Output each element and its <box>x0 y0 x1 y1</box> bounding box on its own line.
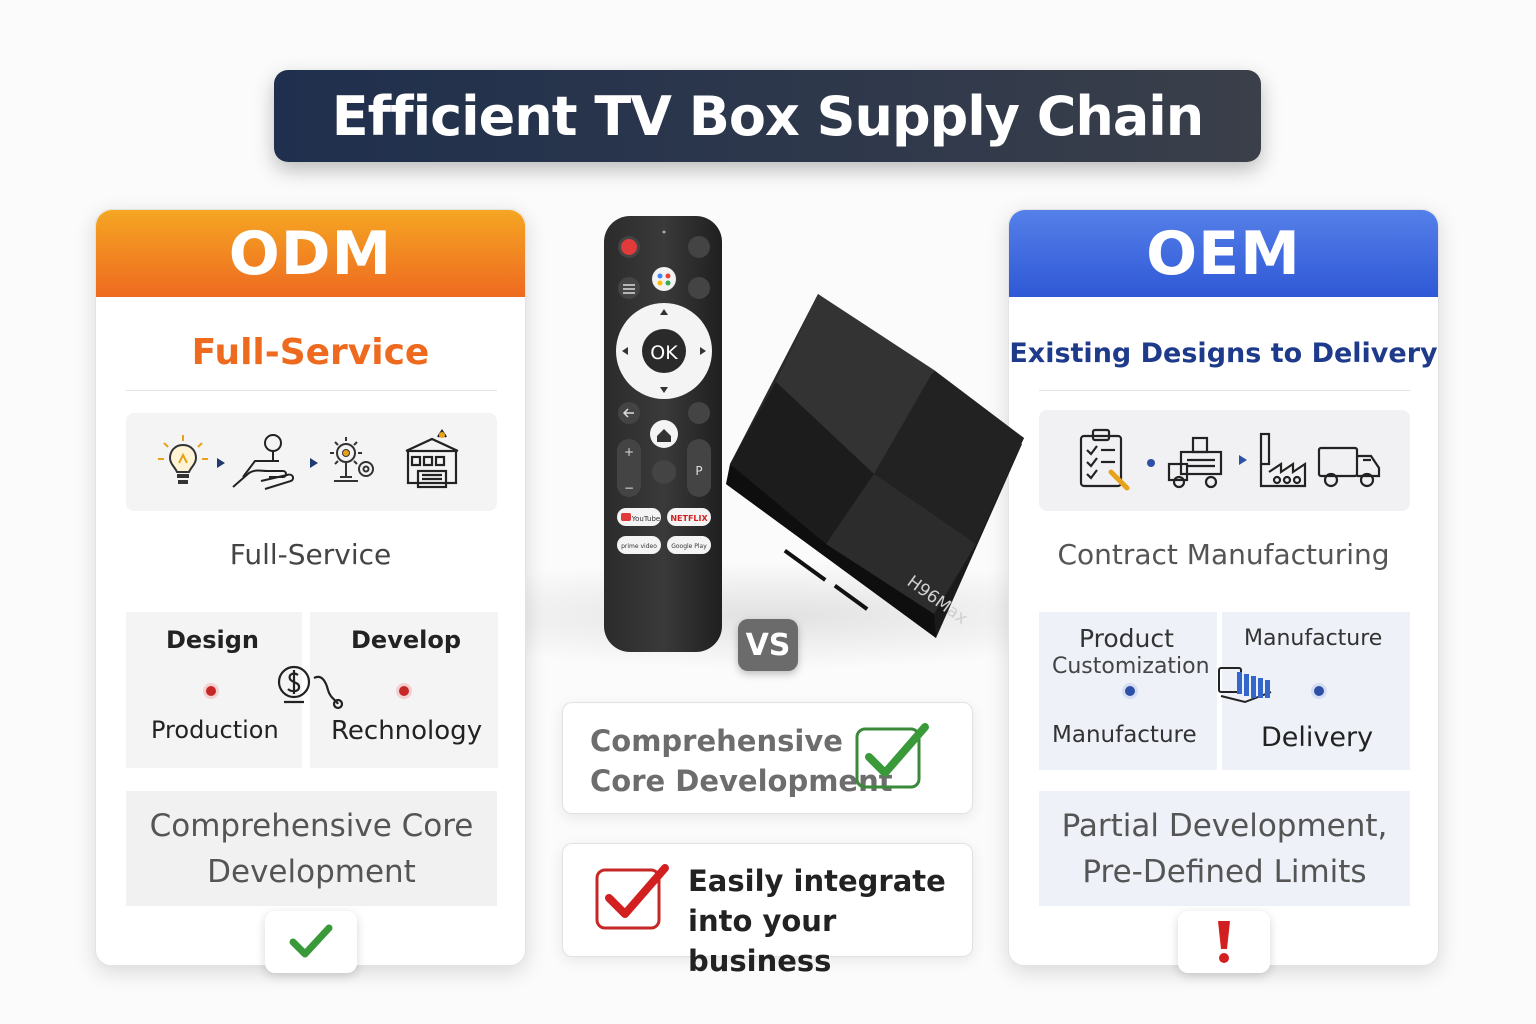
factory-icon <box>1259 432 1307 488</box>
oem-grid-manufacture-top: Manufacture <box>1244 626 1383 651</box>
integration-line2: into your business <box>688 904 837 978</box>
menu-button <box>618 277 640 299</box>
svg-text:−: − <box>624 481 634 495</box>
settings-button <box>688 277 710 299</box>
remote-control: OK + − P YouTube NETFLIX prime video Goo… <box>604 216 722 652</box>
tv-box: H96Max <box>726 294 1024 638</box>
assistant-button <box>652 267 676 291</box>
oem-process-strip <box>1039 410 1410 511</box>
arrow-right-icon <box>1239 455 1247 465</box>
checkmark-icon <box>289 924 332 958</box>
svg-text:+: + <box>624 445 634 459</box>
core-development-line1: Comprehensive <box>590 724 843 758</box>
odm-summary: Comprehensive Core Development <box>126 791 497 906</box>
odm-grid: Design Develop Production Rechnology <box>126 612 498 768</box>
oem-summary: Partial Development, Pre-Defined Limits <box>1039 791 1410 906</box>
arrow-right-icon <box>310 458 318 468</box>
google-play-button <box>667 536 711 554</box>
odm-grid-develop: Develop <box>351 626 462 654</box>
delivery-truck-icon <box>1317 446 1381 488</box>
oem-grid: Product Customization Manufacture Manufa… <box>1039 612 1410 770</box>
oem-summary-line1: Partial Development, <box>1061 807 1388 844</box>
oem-grid-dot <box>1314 686 1324 696</box>
odm-strip-label: Full-Service <box>229 538 392 571</box>
oem-grid-manufacture-bottom: Manufacture <box>1052 722 1197 748</box>
shipping-container-icon <box>1218 667 1272 704</box>
odm-header: ODM <box>96 210 525 297</box>
integration-text: Easily integrate into your business <box>688 861 972 981</box>
oem-summary-line2: Pre-Defined Limits <box>1082 853 1367 890</box>
youtube-button <box>617 508 661 526</box>
oem-card: OEM Existing Designs to Delivery <box>1008 209 1439 973</box>
core-development-card: Comprehensive Core Development <box>562 702 973 814</box>
title-banner: Efficient TV Box Supply Chain <box>274 70 1261 162</box>
oem-grid-customization: Customization <box>1052 654 1210 679</box>
odm-summary-line1: Comprehensive Core <box>149 807 474 844</box>
netflix-label: NETFLIX <box>670 514 708 523</box>
machinery-icon <box>1167 436 1223 489</box>
odm-grid-design: Design <box>166 626 259 654</box>
odm-check-badge <box>264 911 357 973</box>
prime-video-button <box>617 536 661 554</box>
checklist-icon <box>1079 428 1130 491</box>
odm-process-strip <box>126 413 497 511</box>
green-checkbox-icon <box>855 723 929 789</box>
integration-card: Easily integrate into your business <box>562 843 973 978</box>
oem-warning-badge <box>1177 911 1270 973</box>
channel-label: P <box>695 464 702 478</box>
core-development-line2: Core Development <box>590 764 893 798</box>
oem-divider <box>1039 390 1410 391</box>
arrow-dot-icon <box>1147 459 1155 467</box>
netflix-button <box>667 508 711 526</box>
odm-summary-line2: Development <box>207 853 416 890</box>
hand-design-icon <box>232 434 295 490</box>
odm-grid-rechnology: Rechnology <box>331 716 483 746</box>
power-button <box>621 239 637 255</box>
lightbulb-icon <box>158 435 208 484</box>
exclamation-icon <box>1217 921 1230 963</box>
dollar-process-icon <box>277 665 344 710</box>
oem-strip-label: Contract Manufacturing <box>1057 538 1390 571</box>
ok-button <box>642 329 686 373</box>
page-title: Efficient TV Box Supply Chain <box>331 84 1205 148</box>
vs-badge: VS <box>738 619 798 671</box>
odm-grid-dot <box>399 686 409 696</box>
vs-label: VS <box>745 627 791 663</box>
delete-button <box>688 402 710 424</box>
odm-header-label: ODM <box>228 218 393 289</box>
ok-label: OK <box>650 342 678 364</box>
odm-grid-production: Production <box>151 716 279 744</box>
oem-subtitle: Existing Designs to Delivery <box>1009 338 1438 369</box>
oem-header-label: OEM <box>1146 218 1301 289</box>
google-play-label: Google Play <box>671 543 707 550</box>
red-checkbox-icon <box>595 864 669 930</box>
integration-line1: Easily integrate <box>688 864 946 898</box>
volume-rocker <box>617 439 641 497</box>
channel-rocker <box>687 439 711 497</box>
mute-button <box>652 460 676 484</box>
arrow-right-icon <box>217 458 225 468</box>
oem-grid-product: Product <box>1079 624 1174 653</box>
gears-icon <box>330 437 374 482</box>
odm-subtitle: Full-Service <box>191 332 430 373</box>
oem-grid-delivery: Delivery <box>1261 722 1374 753</box>
odm-divider <box>126 390 497 391</box>
factory-building-icon <box>405 429 459 489</box>
core-development-text: Comprehensive Core Development <box>590 721 893 801</box>
odm-grid-dot <box>206 686 216 696</box>
mouse-button <box>688 236 710 258</box>
oem-grid-dot <box>1125 686 1135 696</box>
odm-card: ODM Full-Service <box>95 209 526 973</box>
oem-header: OEM <box>1009 210 1438 297</box>
prime-video-label: prime video <box>621 543 657 550</box>
youtube-label: YouTube <box>631 515 660 523</box>
